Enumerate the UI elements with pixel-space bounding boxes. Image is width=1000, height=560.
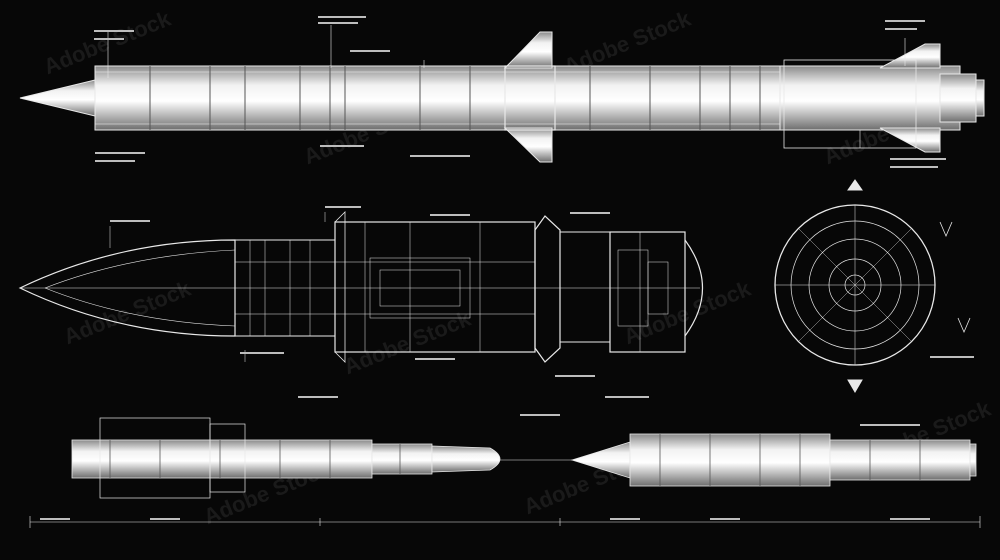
cross-section-view	[774, 179, 971, 393]
annotation-marks	[40, 16, 974, 520]
bottom-right-rocket	[500, 433, 977, 487]
bottom-left-rocket	[71, 417, 501, 499]
dimension-line	[29, 516, 981, 528]
top-rocket	[19, 25, 985, 163]
middle-rocket	[18, 211, 703, 363]
